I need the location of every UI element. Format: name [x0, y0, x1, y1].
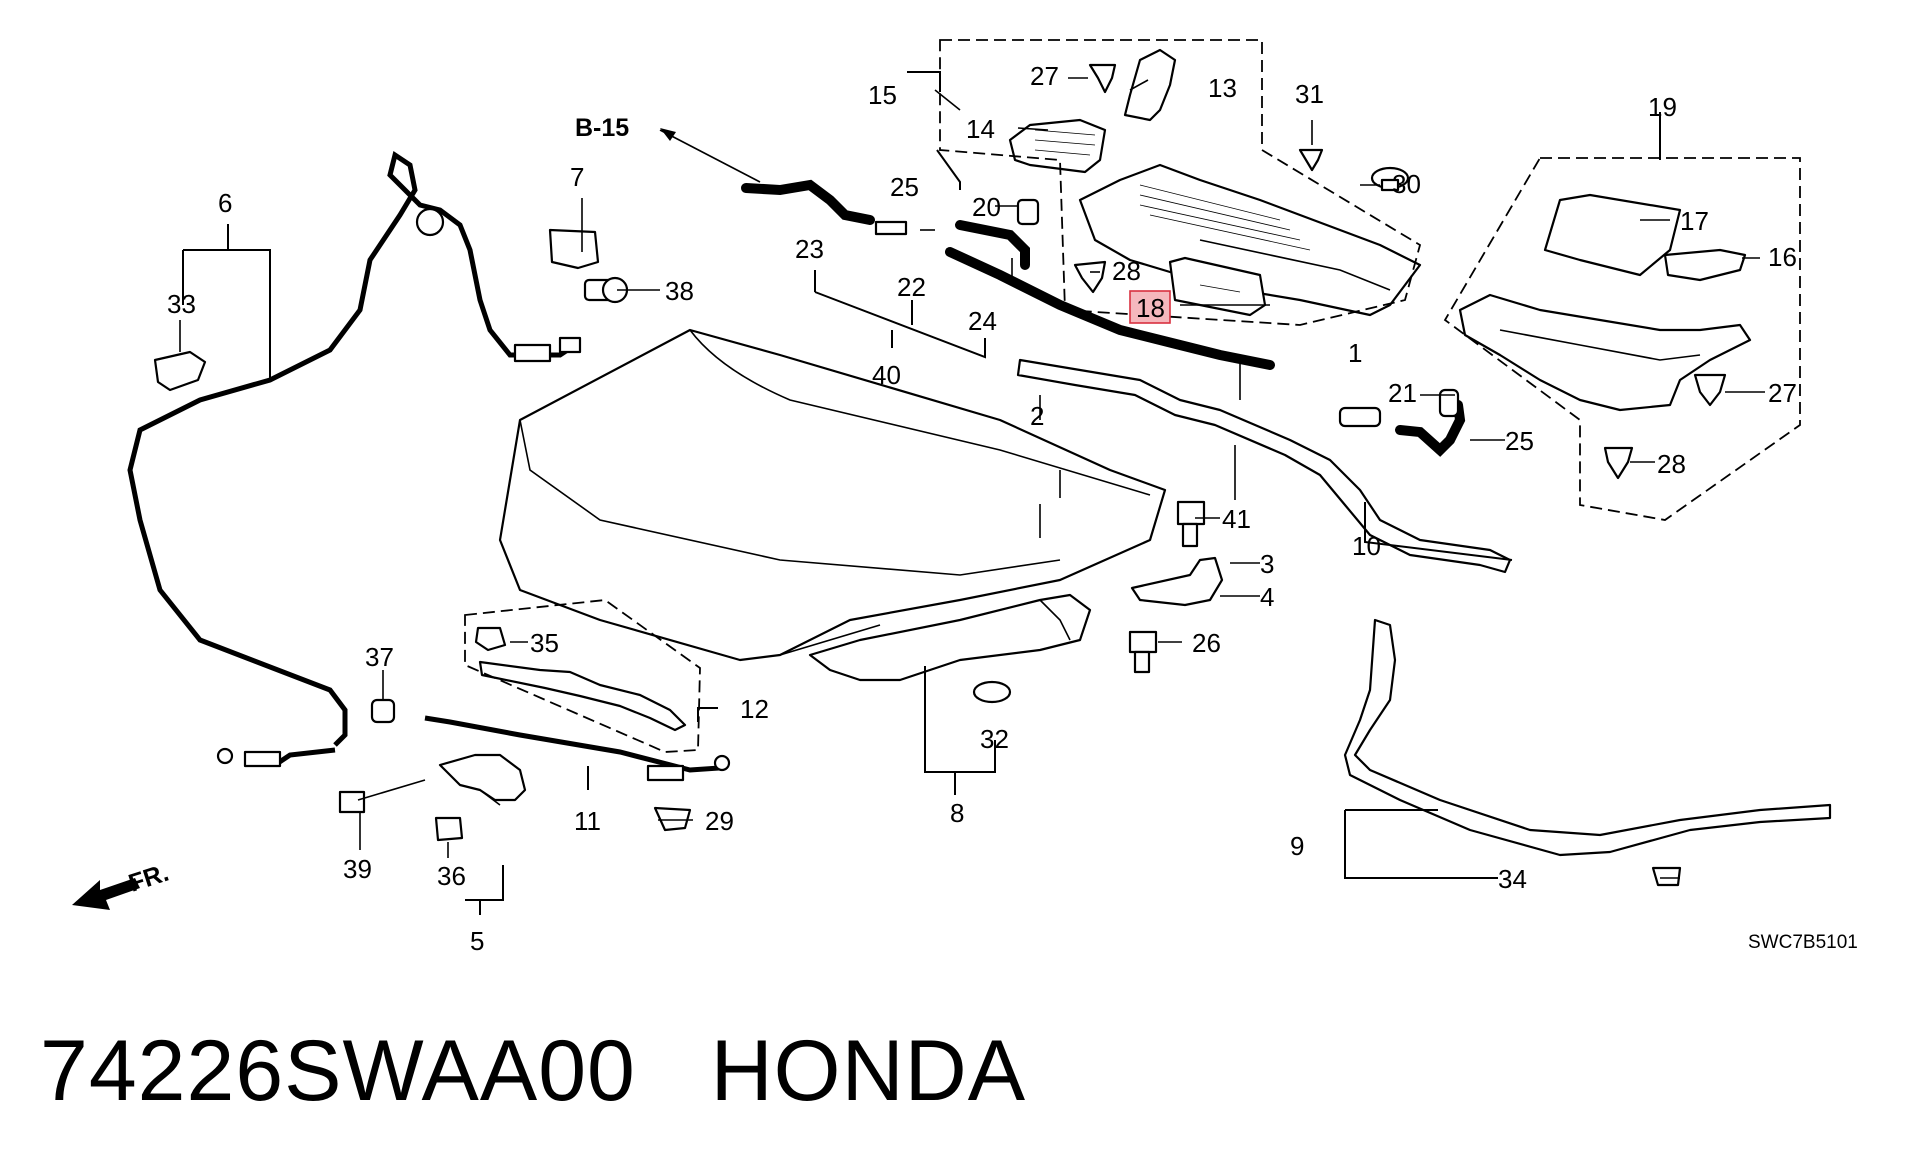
callout-31: 31 [1295, 79, 1324, 109]
callout-37: 37 [365, 642, 394, 672]
callout-33: 33 [167, 289, 196, 319]
parts-diagram: B-15 1 2 3 4 5 6 7 8 9 10 11 12 13 14 15… [72, 39, 1858, 956]
hood-release-cable[interactable] [424, 715, 731, 782]
cowl-side-cover-13[interactable] [1123, 48, 1177, 122]
callout-21: 21 [1388, 378, 1417, 408]
callout-16: 16 [1768, 242, 1797, 272]
washer-hose-25-right[interactable] [1395, 400, 1466, 457]
callout-6: 6 [218, 188, 232, 218]
group-lines [182, 39, 1801, 915]
callout-23: 23 [795, 234, 824, 264]
cap-30 [1370, 166, 1410, 192]
bolt-39 [338, 790, 366, 814]
callout-25-left: 25 [890, 172, 919, 202]
callout-35: 35 [530, 628, 559, 658]
callout-25-right: 25 [1505, 426, 1534, 456]
cowl-top-right[interactable] [1458, 293, 1752, 412]
callout-20: 20 [972, 192, 1001, 222]
cowl-cover-17[interactable] [1543, 193, 1682, 277]
clip-27-top [1088, 63, 1117, 94]
callout-39: 39 [343, 854, 372, 884]
callout-32: 32 [980, 724, 1009, 754]
clip-29 [653, 806, 692, 832]
callout-18: 18 [1136, 293, 1165, 323]
bolt-41 [1176, 500, 1206, 548]
callout-15: 15 [868, 80, 897, 110]
front-direction-arrow: FR. [72, 859, 172, 910]
washer-hose-23[interactable] [741, 179, 875, 225]
cowl-cover-14[interactable] [1008, 118, 1107, 174]
clip-21 [1438, 388, 1460, 418]
callout-3: 3 [1260, 549, 1274, 579]
joint-22 [874, 220, 908, 236]
callouts: B-15 1 2 3 4 5 6 7 8 9 10 11 12 13 14 15… [167, 61, 1797, 956]
joint-1 [1338, 406, 1382, 428]
part-number-caption: 74226SWAA00 HONDA [40, 1022, 1026, 1121]
clip-28-right [1603, 446, 1634, 480]
clip-27-right [1693, 373, 1727, 407]
callout-5: 5 [470, 926, 484, 956]
callout-38: 38 [665, 276, 694, 306]
bolt-38 [583, 276, 629, 304]
callout-24: 24 [968, 306, 997, 336]
callout-7: 7 [570, 162, 584, 192]
callout-26: 26 [1192, 628, 1221, 658]
callout-41: 41 [1222, 504, 1251, 534]
nut-36 [434, 816, 464, 842]
fastener-parts [153, 63, 1727, 887]
callout-22: 22 [897, 272, 926, 302]
callout-11: 11 [574, 806, 601, 836]
clip-35 [474, 626, 507, 652]
front-bulkhead-seal[interactable] [1343, 618, 1832, 857]
hood-seal[interactable] [1016, 358, 1512, 574]
callout-2: 2 [1030, 401, 1044, 431]
callout-9: 9 [1290, 831, 1304, 861]
callout-28-top: 28 [1112, 256, 1141, 286]
brand-name: HONDA [710, 1023, 1027, 1119]
cowl-bracket-16[interactable] [1663, 248, 1747, 282]
cowl-top-cover[interactable] [1078, 163, 1422, 317]
bracket-7 [548, 228, 600, 270]
grommet-37 [370, 698, 396, 724]
washer-hose-25-left[interactable] [955, 220, 1030, 270]
reference-b15: B-15 [575, 114, 629, 142]
callout-4: 4 [1260, 582, 1274, 612]
clip-32 [972, 680, 1012, 704]
callout-27-right: 27 [1768, 378, 1797, 408]
hood-opener-cable[interactable] [127, 150, 582, 768]
clip-20 [1016, 198, 1040, 226]
hinge-3-4 [1130, 556, 1224, 607]
callout-1: 1 [1348, 338, 1362, 368]
drawing-code: SWC7B5101 [1748, 932, 1858, 953]
callout-17: 17 [1680, 206, 1709, 236]
callout-40: 40 [872, 360, 901, 390]
callout-8: 8 [950, 798, 964, 828]
leader-lines [179, 77, 1765, 879]
clip-28-top [1073, 260, 1107, 294]
hood-insulator[interactable] [808, 593, 1092, 682]
washer-hose-24[interactable] [945, 247, 1275, 370]
highlight-box-18[interactable] [1129, 290, 1171, 324]
clip-34 [1651, 866, 1682, 887]
callout-34: 34 [1498, 864, 1527, 894]
callout-29: 29 [705, 806, 734, 836]
clip-31 [1298, 148, 1324, 172]
callout-27-top: 27 [1030, 61, 1059, 91]
fr-label: FR. [125, 859, 172, 898]
bolt-26 [1128, 630, 1158, 674]
callout-36: 36 [437, 861, 466, 891]
callout-10: 10 [1352, 531, 1381, 561]
callout-19: 19 [1648, 92, 1677, 122]
callout-13: 13 [1208, 73, 1237, 103]
holder-33 [153, 350, 207, 392]
callout-14: 14 [966, 114, 995, 144]
callout-30: 30 [1392, 169, 1421, 199]
hood-stay-bracket[interactable] [478, 660, 687, 732]
part-number: 74226SWAA00 [40, 1023, 636, 1119]
callout-12: 12 [740, 694, 769, 724]
callout-28-right: 28 [1657, 449, 1686, 479]
hood-lock[interactable] [438, 753, 527, 806]
